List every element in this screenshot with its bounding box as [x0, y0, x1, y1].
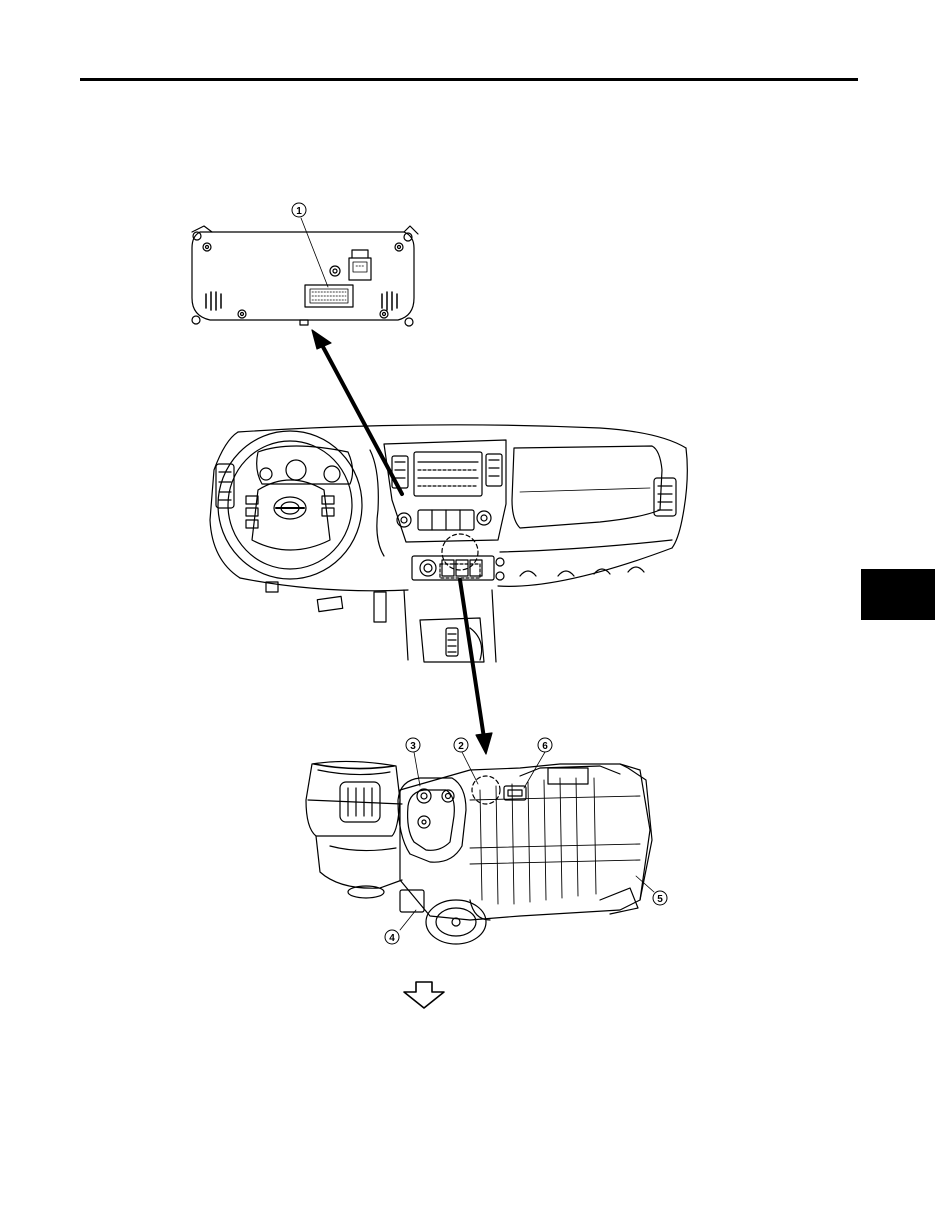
callout-label-3: 3	[410, 741, 416, 752]
hvac-unit-assembly	[305, 737, 668, 945]
callout-label-5: 5	[657, 894, 663, 905]
callout-label-2: 2	[458, 741, 464, 752]
dashboard-illustration	[209, 424, 688, 663]
callout-label-6: 6	[542, 741, 548, 752]
arrow-to-control-unit	[311, 329, 404, 496]
arrow-to-hvac-unit	[458, 578, 493, 755]
callout-label-4: 4	[389, 933, 395, 944]
callout-label-1: 1	[296, 206, 302, 217]
down-arrow-outline-icon	[403, 981, 445, 1009]
control-unit-rear-view	[191, 202, 419, 327]
header-rule	[80, 78, 858, 81]
section-index-tab	[861, 569, 935, 620]
